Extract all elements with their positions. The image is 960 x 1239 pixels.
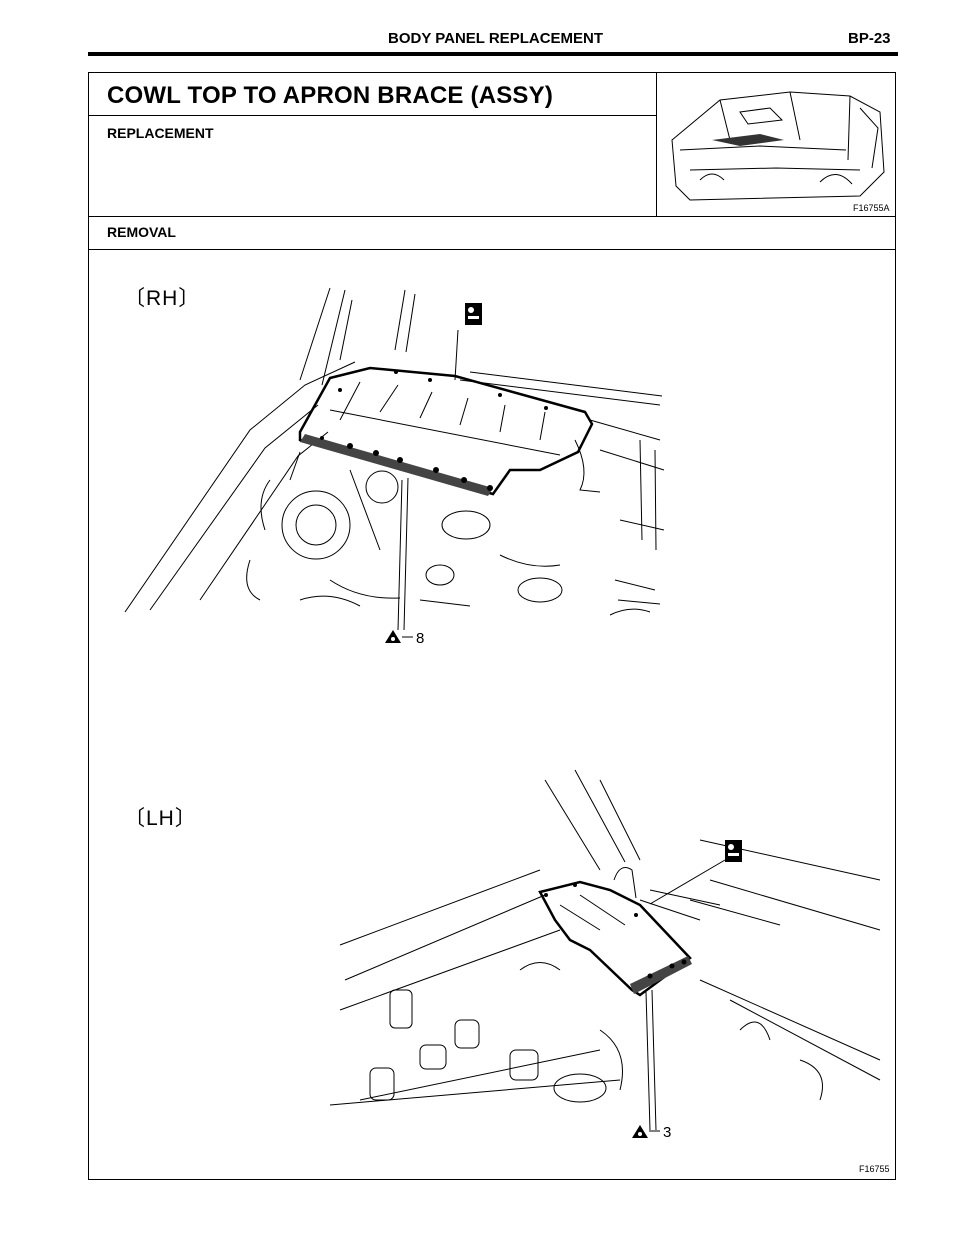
rh-view-label: 〔RH〕 xyxy=(124,287,201,310)
section-title: BODY PANEL REPLACEMENT xyxy=(388,30,604,47)
figure-code-top: F16755A xyxy=(853,203,890,213)
content-frame: COWL TOP TO APRON BRACE (ASSY) REPLACEME… xyxy=(88,72,896,1180)
figure-code-bottom: F16755 xyxy=(859,1164,890,1174)
page-title: COWL TOP TO APRON BRACE (ASSY) xyxy=(107,82,554,109)
header-rule-bottom xyxy=(89,216,895,217)
vehicle-body-thumbnail xyxy=(671,91,885,201)
cutting-tool-symbol-icon xyxy=(465,303,482,325)
cutting-tool-symbol-icon xyxy=(725,840,742,862)
lh-engine-bay-illustration xyxy=(329,769,881,1131)
removal-rule xyxy=(89,249,895,250)
header-divider xyxy=(656,73,657,216)
title-row: COWL TOP TO APRON BRACE (ASSY) xyxy=(89,73,656,116)
replacement-label: REPLACEMENT xyxy=(107,125,214,141)
header-rule xyxy=(88,52,898,56)
lh-weld-count: 3 xyxy=(663,1124,671,1141)
rh-weld-count: 8 xyxy=(416,630,424,647)
spot-weld-symbol-icon xyxy=(385,630,413,643)
spot-weld-symbol-icon xyxy=(632,1125,660,1138)
page-number: BP-23 xyxy=(848,30,891,47)
rh-engine-bay-illustration xyxy=(124,287,665,631)
removal-label: REMOVAL xyxy=(107,224,176,240)
lh-view-label: 〔LH〕 xyxy=(124,807,197,830)
